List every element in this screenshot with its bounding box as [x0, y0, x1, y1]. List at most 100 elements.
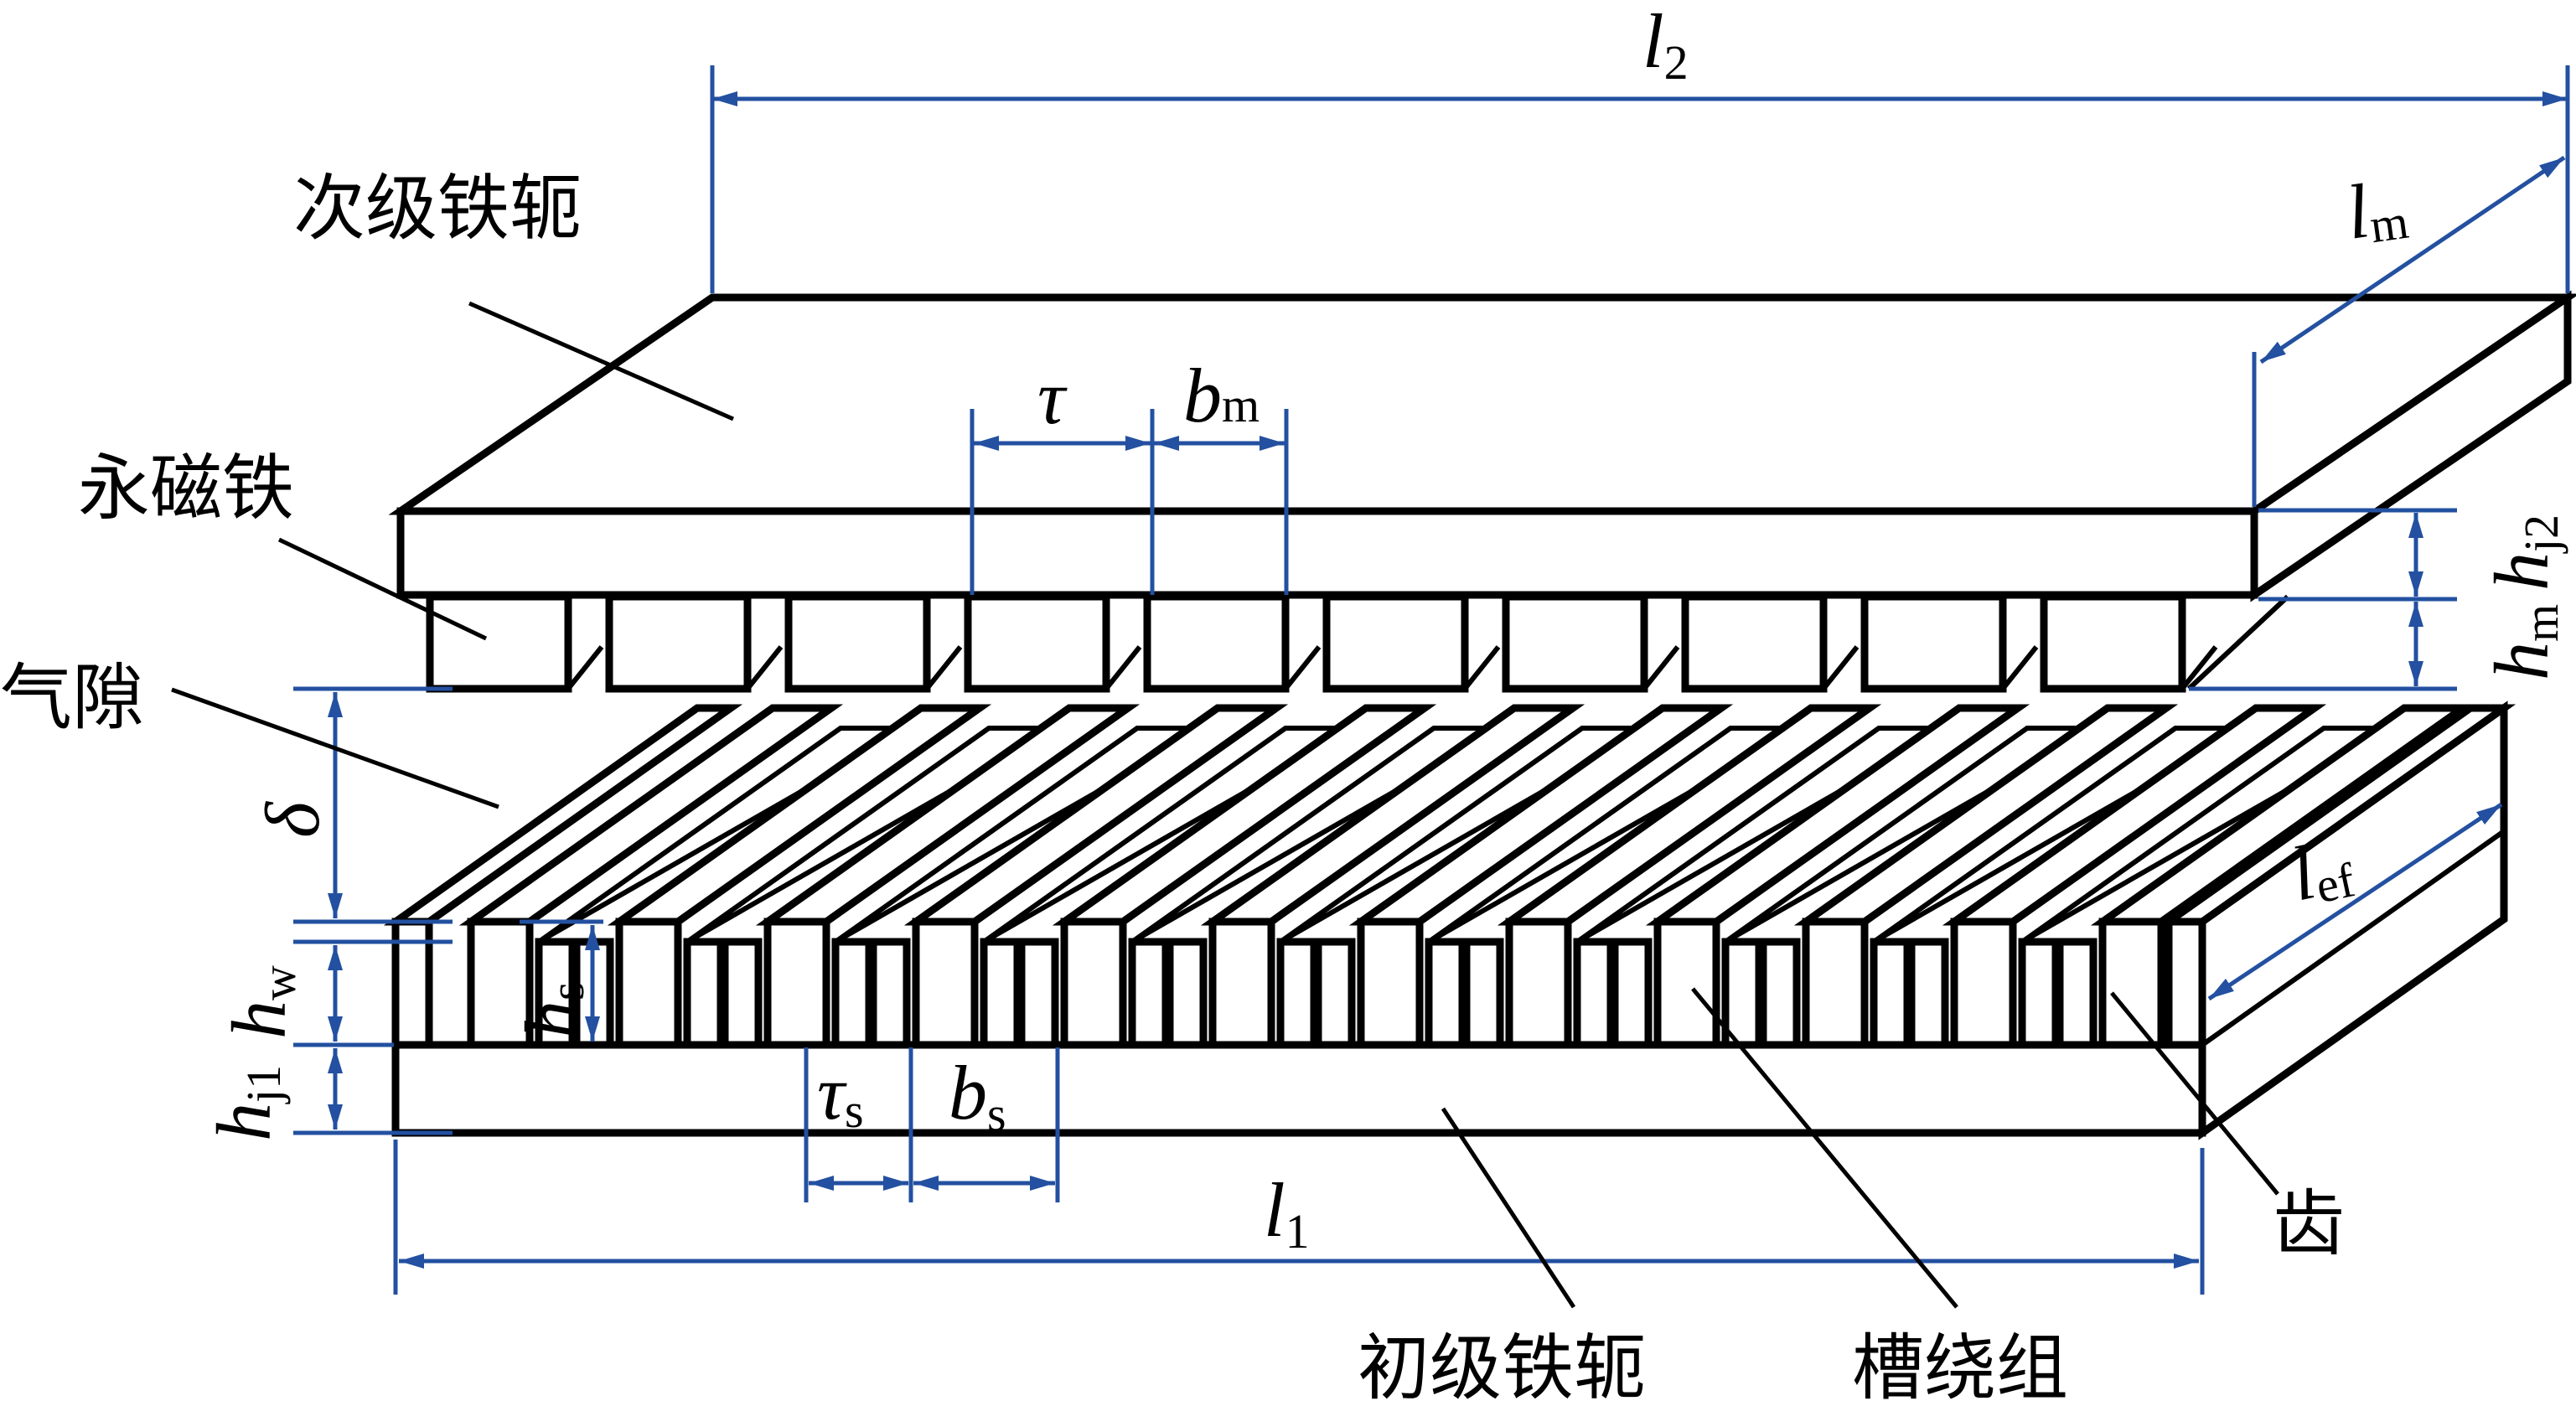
slot-winding [535, 938, 577, 1049]
magnet [1681, 592, 1828, 693]
tooth [2098, 918, 2165, 1049]
tooth [2165, 918, 2206, 1049]
dim-label-lm: lm [2341, 163, 2412, 256]
slot-winding [1907, 938, 1949, 1049]
tooth [1505, 918, 1572, 1049]
label-slot-winding: 槽绕组 [1852, 1326, 2068, 1401]
magnet [2040, 592, 2186, 693]
permanent-magnets [426, 592, 2290, 693]
leader-secondary-yoke [468, 301, 735, 421]
tooth [1802, 918, 1869, 1049]
magnet-side-edge [1821, 645, 1860, 690]
winding-top-edge [1575, 726, 1960, 944]
dimension-lines [293, 65, 2570, 1295]
slot-winding [1166, 938, 1208, 1049]
leader-primary-yoke [1441, 1107, 1576, 1309]
leader-air-gap [171, 687, 499, 809]
slot-winding [1759, 938, 1801, 1049]
winding-top-edge [1872, 726, 2257, 944]
winding-top-edge [834, 726, 1218, 944]
secondary-yoke [388, 290, 2576, 602]
label-tooth: 齿 [2273, 1182, 2345, 1266]
slot-winding [1128, 938, 1170, 1049]
magnet [784, 592, 931, 693]
winding-top-edge [1279, 726, 1663, 944]
leader-tooth [2110, 991, 2279, 1196]
leader-permanent-magnet [277, 537, 488, 641]
slot-winding [831, 938, 873, 1049]
winding-top-edge [1724, 726, 2108, 944]
magnet-side-edge [1283, 645, 1322, 690]
dim-label-bm: bm [1183, 353, 1260, 438]
dimension-labels: l2 lm τ bm hj2 hm δ hw hj1 hs τs bs l1 l… [201, 0, 2568, 1259]
magnet [1860, 592, 2007, 693]
dim-label-l1: l1 [1264, 1167, 1310, 1259]
slot-winding [1611, 938, 1653, 1049]
secondary-yoke-side-face [2250, 290, 2572, 602]
dim-label-hj1: hj1 [201, 1065, 291, 1141]
dim-label-hm: hm [2479, 604, 2568, 680]
tooth [467, 918, 534, 1049]
slot-winding [1314, 938, 1356, 1049]
tooth [912, 918, 979, 1049]
magnet [1502, 592, 1648, 693]
dim-label-hj2: hj2 [2479, 514, 2568, 591]
magnet [1322, 592, 1469, 693]
magnet-side-edge [745, 645, 784, 690]
leader-lines [171, 301, 2279, 1309]
label-permanent-magnet: 永磁铁 [78, 447, 294, 530]
dim-label-taus: τs [817, 1050, 864, 1138]
slot-winding [980, 938, 1022, 1049]
slot-winding [1017, 938, 1059, 1049]
magnet-side-edge [1104, 645, 1142, 690]
magnet-side-edge [2000, 645, 2039, 690]
dim-label-delta: δ [250, 801, 335, 838]
leader-slot-winding [1691, 987, 1958, 1309]
slot-winding [1870, 938, 1911, 1049]
magnet-side-edge [1642, 645, 1680, 690]
slot-winding [683, 938, 725, 1049]
tooth [615, 918, 682, 1049]
dim-label-hs: hs [510, 981, 595, 1039]
primary-core [383, 700, 2517, 1140]
label-air-gap: 气隙 [0, 656, 144, 740]
tooth [1653, 918, 1720, 1049]
magnet-side-edge [2186, 594, 2290, 691]
lm-dimension-line [2259, 155, 2566, 364]
winding-top-edge [537, 726, 922, 944]
dim-label-tau: τ [1037, 354, 1068, 440]
winding-top-edge [1130, 726, 1515, 944]
winding-top-edge [2020, 726, 2405, 944]
tooth [1357, 918, 1424, 1049]
tooth [1060, 918, 1127, 1049]
tooth [1950, 918, 2017, 1049]
winding-top-edge [982, 726, 1367, 944]
magnet-side-edge [2180, 645, 2218, 690]
component-labels: 次级铁轭 永磁铁 气隙 初级铁轭 槽绕组 齿 [0, 167, 2345, 1401]
slot-winding [1573, 938, 1615, 1049]
tooth [763, 918, 830, 1049]
winding-top-edge [1427, 726, 1812, 944]
slot-winding [2018, 938, 2060, 1049]
magnet-side-edge [924, 645, 963, 690]
magnet-side-edge [1462, 645, 1501, 690]
slot-winding [1462, 938, 1504, 1049]
slot-winding [2056, 938, 2098, 1049]
magnet [426, 592, 572, 693]
dim-label-hw: hw [216, 965, 306, 1039]
magnet [1143, 592, 1290, 693]
magnet [964, 592, 1110, 693]
slot-winding [721, 938, 763, 1049]
dim-label-l2: l2 [1642, 0, 1689, 90]
winding-top-edge [685, 726, 1070, 944]
lef-dimension-line [2207, 802, 2503, 1001]
secondary-yoke-front-face [396, 507, 2258, 599]
slot-winding [1276, 938, 1318, 1049]
magnet-side-edge [566, 645, 604, 690]
dim-label-bs: bs [949, 1050, 1006, 1141]
slot-winding [1721, 938, 1763, 1049]
label-secondary-yoke: 次级铁轭 [293, 167, 582, 251]
label-primary-yoke: 初级铁轭 [1358, 1326, 1646, 1401]
tooth [1208, 918, 1275, 1049]
